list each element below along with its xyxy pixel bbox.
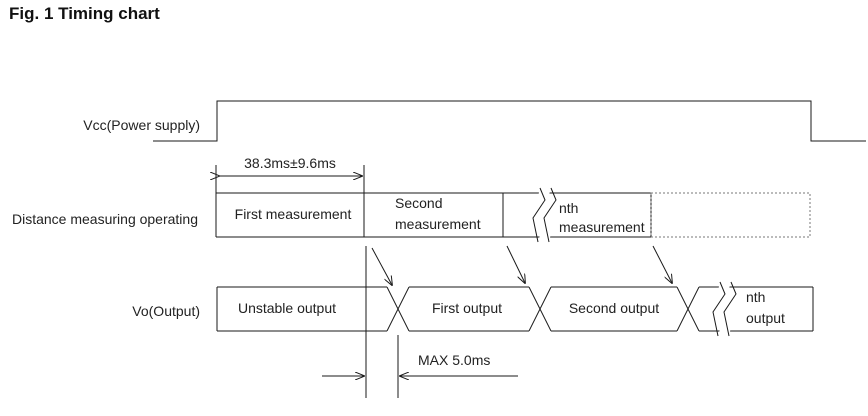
first-output-label: First output [432,300,502,316]
vcc-label: Vcc(Power supply) [83,117,200,133]
arrow-nth-to-output [652,245,672,283]
nth-output-label-2: output [746,310,785,326]
second-measurement-label-1: Second [395,195,442,211]
measure-row-dotted-tail [650,192,811,238]
nth-output-label-1: nth [746,289,765,305]
unstable-output-label: Unstable output [238,300,336,316]
arrow-second-to-output [506,245,525,283]
measure-break-line-a [532,187,546,243]
figure-title: Fig. 1 Timing chart [9,4,160,23]
output-break-line-b [723,281,737,337]
output-break-line-a [712,281,726,337]
vo-label: Vo(Output) [132,303,200,319]
measure-break-mark [533,188,556,242]
output-bus [216,286,814,332]
arrow-first-to-output [371,247,392,285]
second-measurement-label-2: measurement [395,216,481,232]
distance-measuring-label: Distance measuring operating [12,211,198,227]
measure-break-line-b [543,187,557,243]
first-measurement-label: First measurement [235,206,352,222]
output-break-mark [713,282,736,336]
period-label: 38.3ms±9.6ms [244,155,336,171]
max-delay-label: MAX 5.0ms [418,352,490,368]
vcc-waveform [153,100,866,142]
nth-measurement-label-2: measurement [559,219,645,235]
second-output-label: Second output [569,300,659,316]
nth-measurement-label-1: nth [559,200,578,216]
